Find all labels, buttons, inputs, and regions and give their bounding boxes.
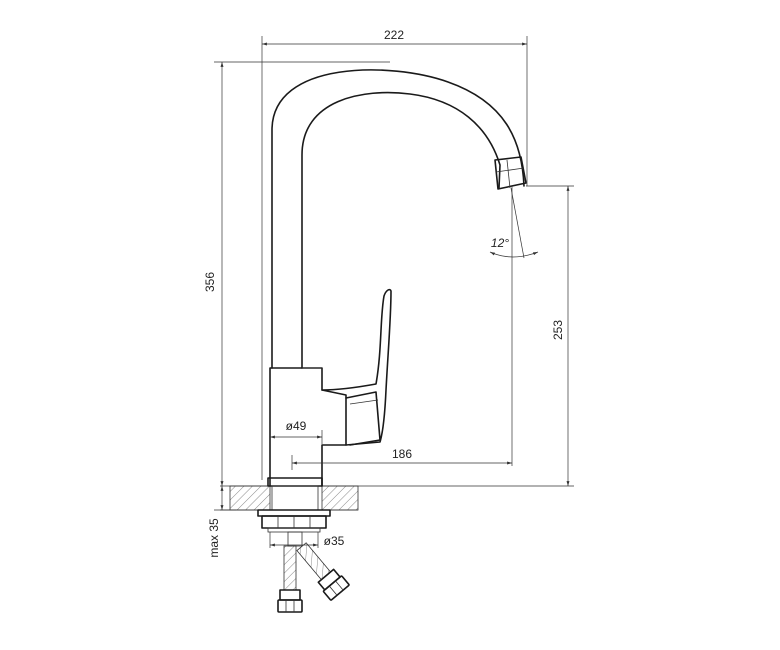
dimension-mount-thickness: max 35 (207, 486, 236, 558)
outlet-angle-label: 12° (491, 236, 509, 250)
spout-height-label: 253 (551, 320, 565, 340)
faucet-body (269, 69, 527, 487)
dimension-outlet-angle: 12° (489, 186, 539, 466)
countertop (220, 485, 359, 511)
mount-thickness-label: max 35 (207, 518, 221, 558)
supply-hose-right (296, 542, 350, 601)
dimension-base-diameter: ø49 (270, 419, 323, 444)
dimension-overall-width: 222 (261, 28, 528, 480)
dimension-spout-height: 253 (358, 185, 574, 487)
dimension-thread-diameter: ø35 (269, 532, 345, 548)
base-diameter-label: ø49 (286, 419, 307, 433)
mounting-hardware (257, 477, 350, 613)
supply-hose-left (277, 545, 303, 613)
overall-height-label: 356 (203, 272, 217, 292)
dimension-spout-reach: 186 (291, 447, 512, 470)
thread-diameter-label: ø35 (324, 534, 345, 548)
dimension-overall-height: 356 (203, 61, 390, 486)
spout-reach-label: 186 (392, 447, 412, 461)
overall-width-label: 222 (384, 28, 404, 42)
